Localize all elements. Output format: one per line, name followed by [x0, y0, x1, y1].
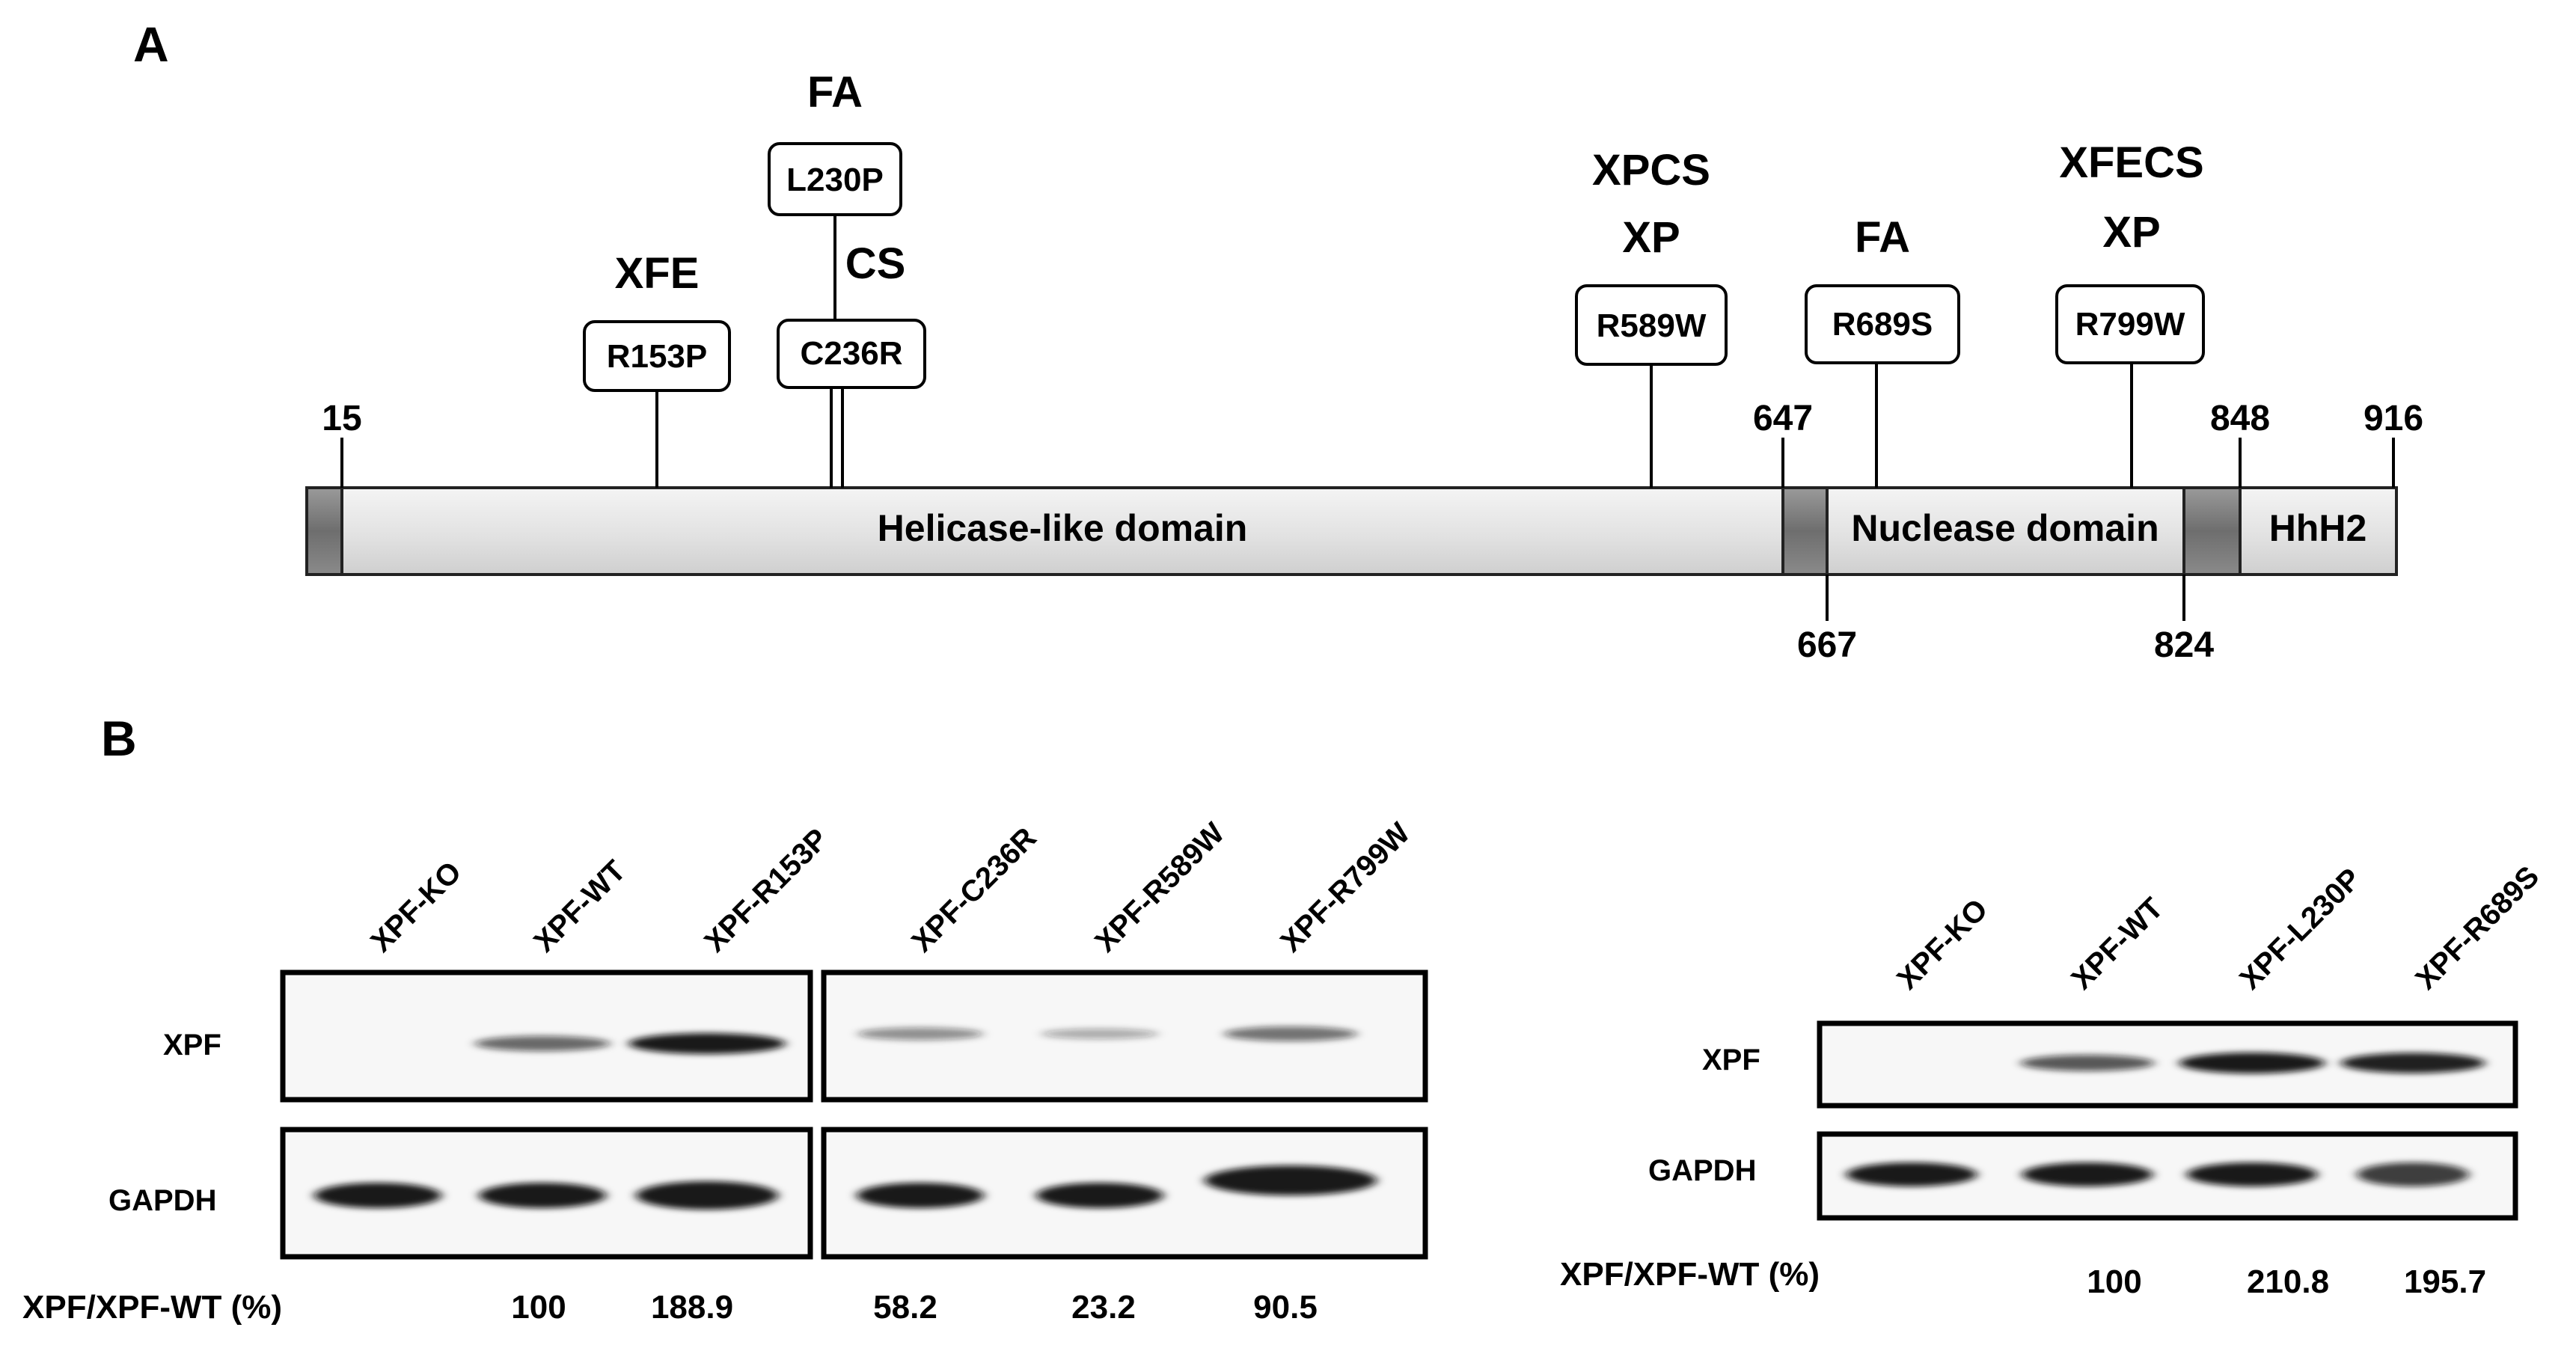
gapdh-band [2186, 1162, 2318, 1186]
n-terminal-segment [305, 486, 343, 576]
disease-label: XP [1622, 213, 1680, 262]
linker-segment-2 [2182, 486, 2242, 576]
western-blots [280, 969, 2518, 1260]
gapdh-band [1205, 1165, 1377, 1195]
quant-value: 58.2 [873, 1289, 937, 1326]
quant-values-left: 100 188.9 58.2 23.2 90.5 [511, 1289, 1318, 1326]
gapdh-band [1036, 1183, 1163, 1208]
mutation-label: R153P [607, 338, 708, 375]
quant-value: 210.8 [2247, 1263, 2329, 1300]
lane-label: XPF-C236R [905, 821, 1043, 959]
xpf-band [1223, 1026, 1358, 1041]
row-label-quant: XPF/XPF-WT (%) [22, 1289, 282, 1326]
lane-label: XPF-R689S [2409, 860, 2545, 996]
gapdh-band [636, 1181, 778, 1210]
disease-label: XP [2102, 208, 2160, 257]
quant-values-right: 100 210.8 195.7 [2087, 1263, 2486, 1300]
quant-value: 195.7 [2404, 1263, 2486, 1300]
quant-value: 90.5 [1253, 1289, 1318, 1326]
xpf-band [1041, 1029, 1159, 1039]
row-label-xpf: XPF [163, 1029, 221, 1062]
lane-label: XPF-R153P [698, 822, 834, 958]
domain-hhh2-label: HhH2 [2269, 507, 2367, 549]
position-label: 916 [2364, 399, 2423, 438]
position-label: 824 [2154, 625, 2214, 665]
disease-label: XFECS [2059, 138, 2203, 187]
gapdh-band [314, 1183, 441, 1208]
position-label: 15 [322, 399, 361, 438]
mutation-c236r: CS C236R [777, 239, 926, 488]
mutation-label: R689S [1832, 306, 1933, 343]
quant-value: 100 [2087, 1263, 2141, 1300]
linker-segment-1 [1781, 486, 1829, 576]
disease-label: XFE [615, 249, 700, 298]
row-label-xpf: XPF [1702, 1044, 1760, 1076]
gapdh-band [857, 1183, 984, 1208]
lane-label: XPF-KO [364, 855, 468, 958]
xpf-band [2020, 1055, 2155, 1071]
lane-label: XPF-L230P [2233, 862, 2367, 996]
mutation-label: C236R [801, 335, 903, 372]
quant-value: 100 [511, 1289, 566, 1326]
gapdh-band [1846, 1162, 1977, 1186]
panel-b-letter: B [101, 711, 137, 766]
lane-label: XPF-WT [2065, 892, 2170, 996]
lane-labels-right: XPF-KO XPF-WT XPF-L230P XPF-R689S [1891, 860, 2545, 996]
disease-label: FA [1855, 213, 1910, 262]
lane-label: XPF-R799W [1274, 816, 1416, 958]
xpf-band [474, 1035, 611, 1052]
position-label: 848 [2210, 399, 2270, 438]
domain-nuclease-label: Nuclease domain [1851, 507, 2159, 549]
mutation-l230p: FA L230P [768, 68, 902, 488]
xpf-band [2179, 1053, 2325, 1073]
row-label-gapdh: GAPDH [1648, 1154, 1756, 1187]
row-label-quant: XPF/XPF-WT (%) [1560, 1256, 1820, 1293]
lane-labels-left: XPF-KO XPF-WT XPF-R153P XPF-C236R XPF-R5… [364, 816, 1416, 958]
lane-label: XPF-WT [527, 854, 632, 959]
disease-label: CS [845, 239, 906, 288]
lane-label: XPF-R589W [1089, 816, 1231, 958]
mutation-r153p: XFE R153P [583, 249, 731, 488]
position-ticks: 15 647 848 916 667 824 [322, 399, 2423, 665]
position-label: 667 [1797, 625, 1857, 665]
protein-bar: Helicase-like domain Nuclease domain HhH… [305, 486, 2398, 576]
gapdh-band [2357, 1162, 2469, 1186]
lane-label: XPF-KO [1891, 892, 1994, 996]
mutation-label: R589W [1597, 307, 1707, 344]
disease-label: FA [807, 68, 863, 117]
gapdh-band [479, 1183, 606, 1208]
xpf-band [2340, 1053, 2485, 1073]
quant-value: 188.9 [651, 1289, 733, 1326]
mutation-label: R799W [2075, 306, 2185, 343]
panel-a-letter: A [133, 16, 169, 72]
mutation-r799w: XFECS XP R799W [2055, 138, 2205, 488]
xpf-band [857, 1027, 984, 1041]
mutation-r689s: FA R689S [1805, 213, 1960, 488]
protein-backbone [305, 486, 2398, 576]
mutation-r589w: XPCS XP R589W [1575, 146, 1728, 488]
row-label-gapdh: GAPDH [108, 1184, 216, 1217]
gapdh-band [2022, 1162, 2153, 1186]
xpf-band [628, 1033, 786, 1054]
position-label: 647 [1753, 399, 1813, 438]
disease-label: XPCS [1592, 146, 1710, 194]
mutation-label: L230P [786, 162, 884, 198]
quant-value: 23.2 [1071, 1289, 1136, 1326]
domain-helicase-label: Helicase-like domain [878, 507, 1248, 549]
